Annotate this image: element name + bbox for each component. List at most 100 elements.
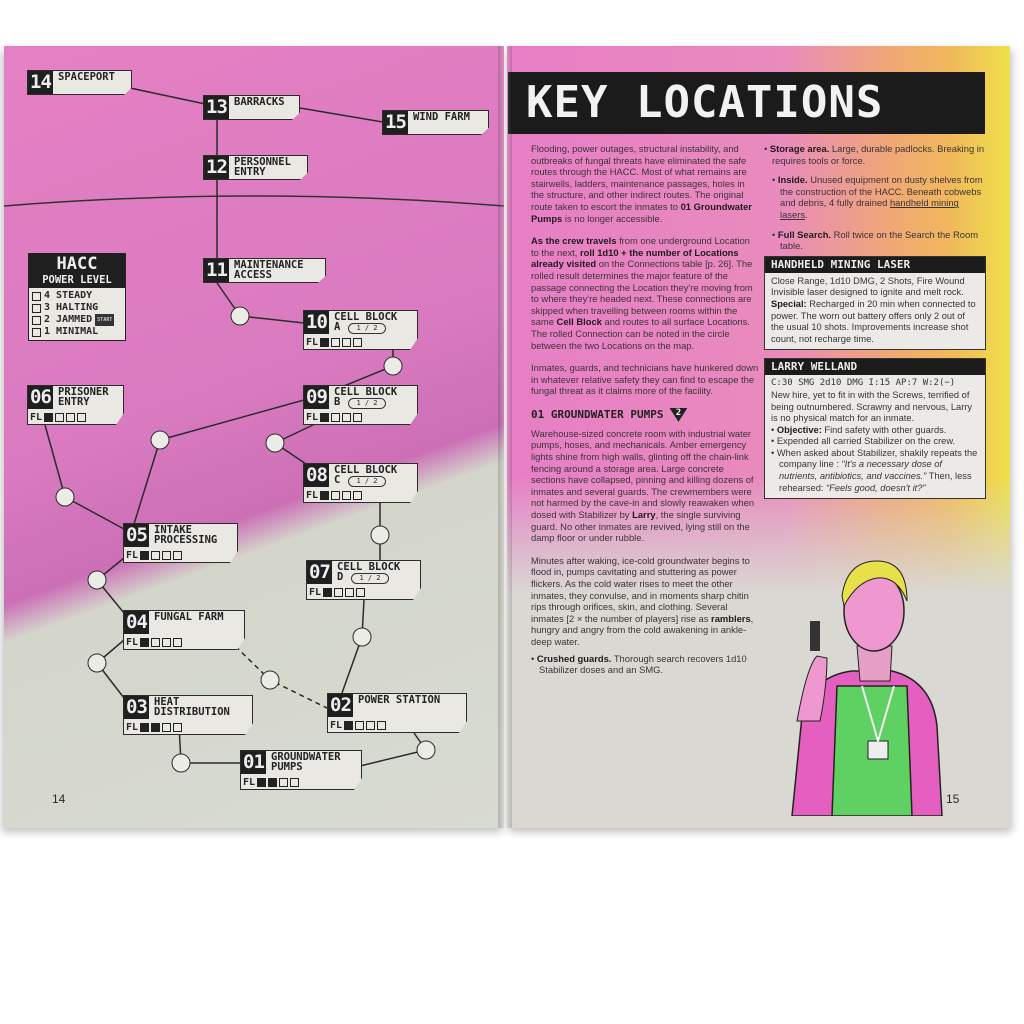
connection-circle[interactable] (87, 653, 107, 673)
floor-level-box[interactable] (151, 551, 160, 560)
floor-level-box[interactable] (334, 588, 343, 597)
floor-level-box[interactable] (342, 491, 351, 500)
connection-pill[interactable]: 1 / 2 (348, 323, 386, 334)
floor-level-box[interactable] (353, 491, 362, 500)
power-level-4[interactable]: 4 STEADY (29, 290, 125, 302)
location-number: 07 (309, 561, 330, 583)
floor-level-box[interactable] (353, 338, 362, 347)
connection-circle[interactable] (150, 430, 170, 450)
connection-circle[interactable] (265, 433, 285, 453)
floor-level-box[interactable] (140, 638, 149, 647)
floor-level-box[interactable] (320, 413, 329, 422)
map-connection-line (44, 424, 66, 498)
description-paragraph: Warehouse-sized concrete room with indus… (531, 427, 755, 544)
power-level-1[interactable]: 1 MINIMAL (29, 326, 125, 338)
checkbox[interactable] (32, 291, 41, 301)
connection-pill[interactable]: 1 / 2 (348, 476, 386, 487)
connection-circle[interactable] (352, 627, 372, 647)
floor-level-box[interactable] (279, 778, 288, 787)
connection-circle[interactable] (87, 570, 107, 590)
location-number: 08 (306, 464, 327, 486)
floor-level-box[interactable] (140, 723, 149, 732)
connection-circle[interactable] (260, 670, 280, 690)
floor-level-box[interactable] (173, 723, 182, 732)
floor-level-box[interactable] (320, 491, 329, 500)
floor-level-box[interactable] (353, 413, 362, 422)
floor-level-box[interactable] (320, 338, 329, 347)
location-label: POWER STATION (358, 694, 441, 706)
location-number: 09 (306, 386, 327, 408)
checkbox[interactable] (32, 327, 41, 337)
floor-level-box[interactable] (268, 778, 277, 787)
floor-level-box[interactable] (366, 721, 375, 730)
floor-level-box[interactable] (323, 588, 332, 597)
location-number: 10 (306, 311, 327, 333)
floor-level-box[interactable] (173, 638, 182, 647)
connection-circle[interactable] (383, 356, 403, 376)
floor-level-box[interactable] (77, 413, 86, 422)
right-page: KEY LOCATIONS Flooding, power outages, s… (507, 46, 1010, 828)
map-connection-line (129, 87, 211, 106)
floor-level-box[interactable] (331, 491, 340, 500)
floor-level-box[interactable] (342, 338, 351, 347)
connection-badge: 2 (669, 407, 688, 422)
checkbox[interactable] (32, 303, 41, 313)
power-level-legend: HACC POWER LEVEL 4 STEADY 3 HALTING 2 JA… (28, 253, 126, 341)
location-label: WIND FARM (413, 111, 470, 123)
connection-circle[interactable] (171, 753, 191, 773)
location-number: 04 (126, 611, 147, 633)
checkbox[interactable] (32, 315, 41, 325)
connection-circle[interactable] (230, 306, 250, 326)
connection-circle[interactable] (370, 525, 390, 545)
floor-level-box[interactable] (331, 338, 340, 347)
floor-level-box[interactable] (355, 721, 364, 730)
mining-laser-statblock: HANDHELD MINING LASER Close Range, 1d10 … (764, 255, 986, 351)
floor-level-box[interactable] (151, 723, 160, 732)
connection-circle[interactable] (416, 740, 436, 760)
floor-level-box[interactable] (331, 413, 340, 422)
floor-level-box[interactable] (66, 413, 75, 422)
location-label: SPACEPORT (58, 71, 115, 83)
larry-illustration (791, 560, 943, 816)
floor-level-box[interactable] (377, 721, 386, 730)
floor-level-box[interactable] (173, 551, 182, 560)
floor-level-box[interactable] (55, 413, 64, 422)
connection-circle[interactable] (55, 487, 75, 507)
floor-level-box[interactable] (344, 721, 353, 730)
floor-level-box[interactable] (44, 413, 53, 422)
floor-level-box[interactable] (151, 638, 160, 647)
floor-level-box[interactable] (345, 588, 354, 597)
floor-level-box[interactable] (162, 638, 171, 647)
floor-level-box[interactable] (162, 551, 171, 560)
floor-level-box[interactable] (290, 778, 299, 787)
mining-laser-link[interactable]: handheld mining lasers (780, 197, 959, 220)
connection-pill[interactable]: 1 / 2 (348, 398, 386, 409)
floor-level-box[interactable] (140, 551, 149, 560)
power-level-3[interactable]: 3 HALTING (29, 302, 125, 314)
floor-level-box[interactable] (342, 413, 351, 422)
connection-pill[interactable]: 1 / 2 (351, 573, 389, 584)
location-number: 13 (206, 96, 227, 118)
floor-level-box[interactable] (356, 588, 365, 597)
floor-level-box[interactable] (162, 723, 171, 732)
floor-level-box[interactable] (257, 778, 266, 787)
map-connection-line (64, 496, 125, 530)
